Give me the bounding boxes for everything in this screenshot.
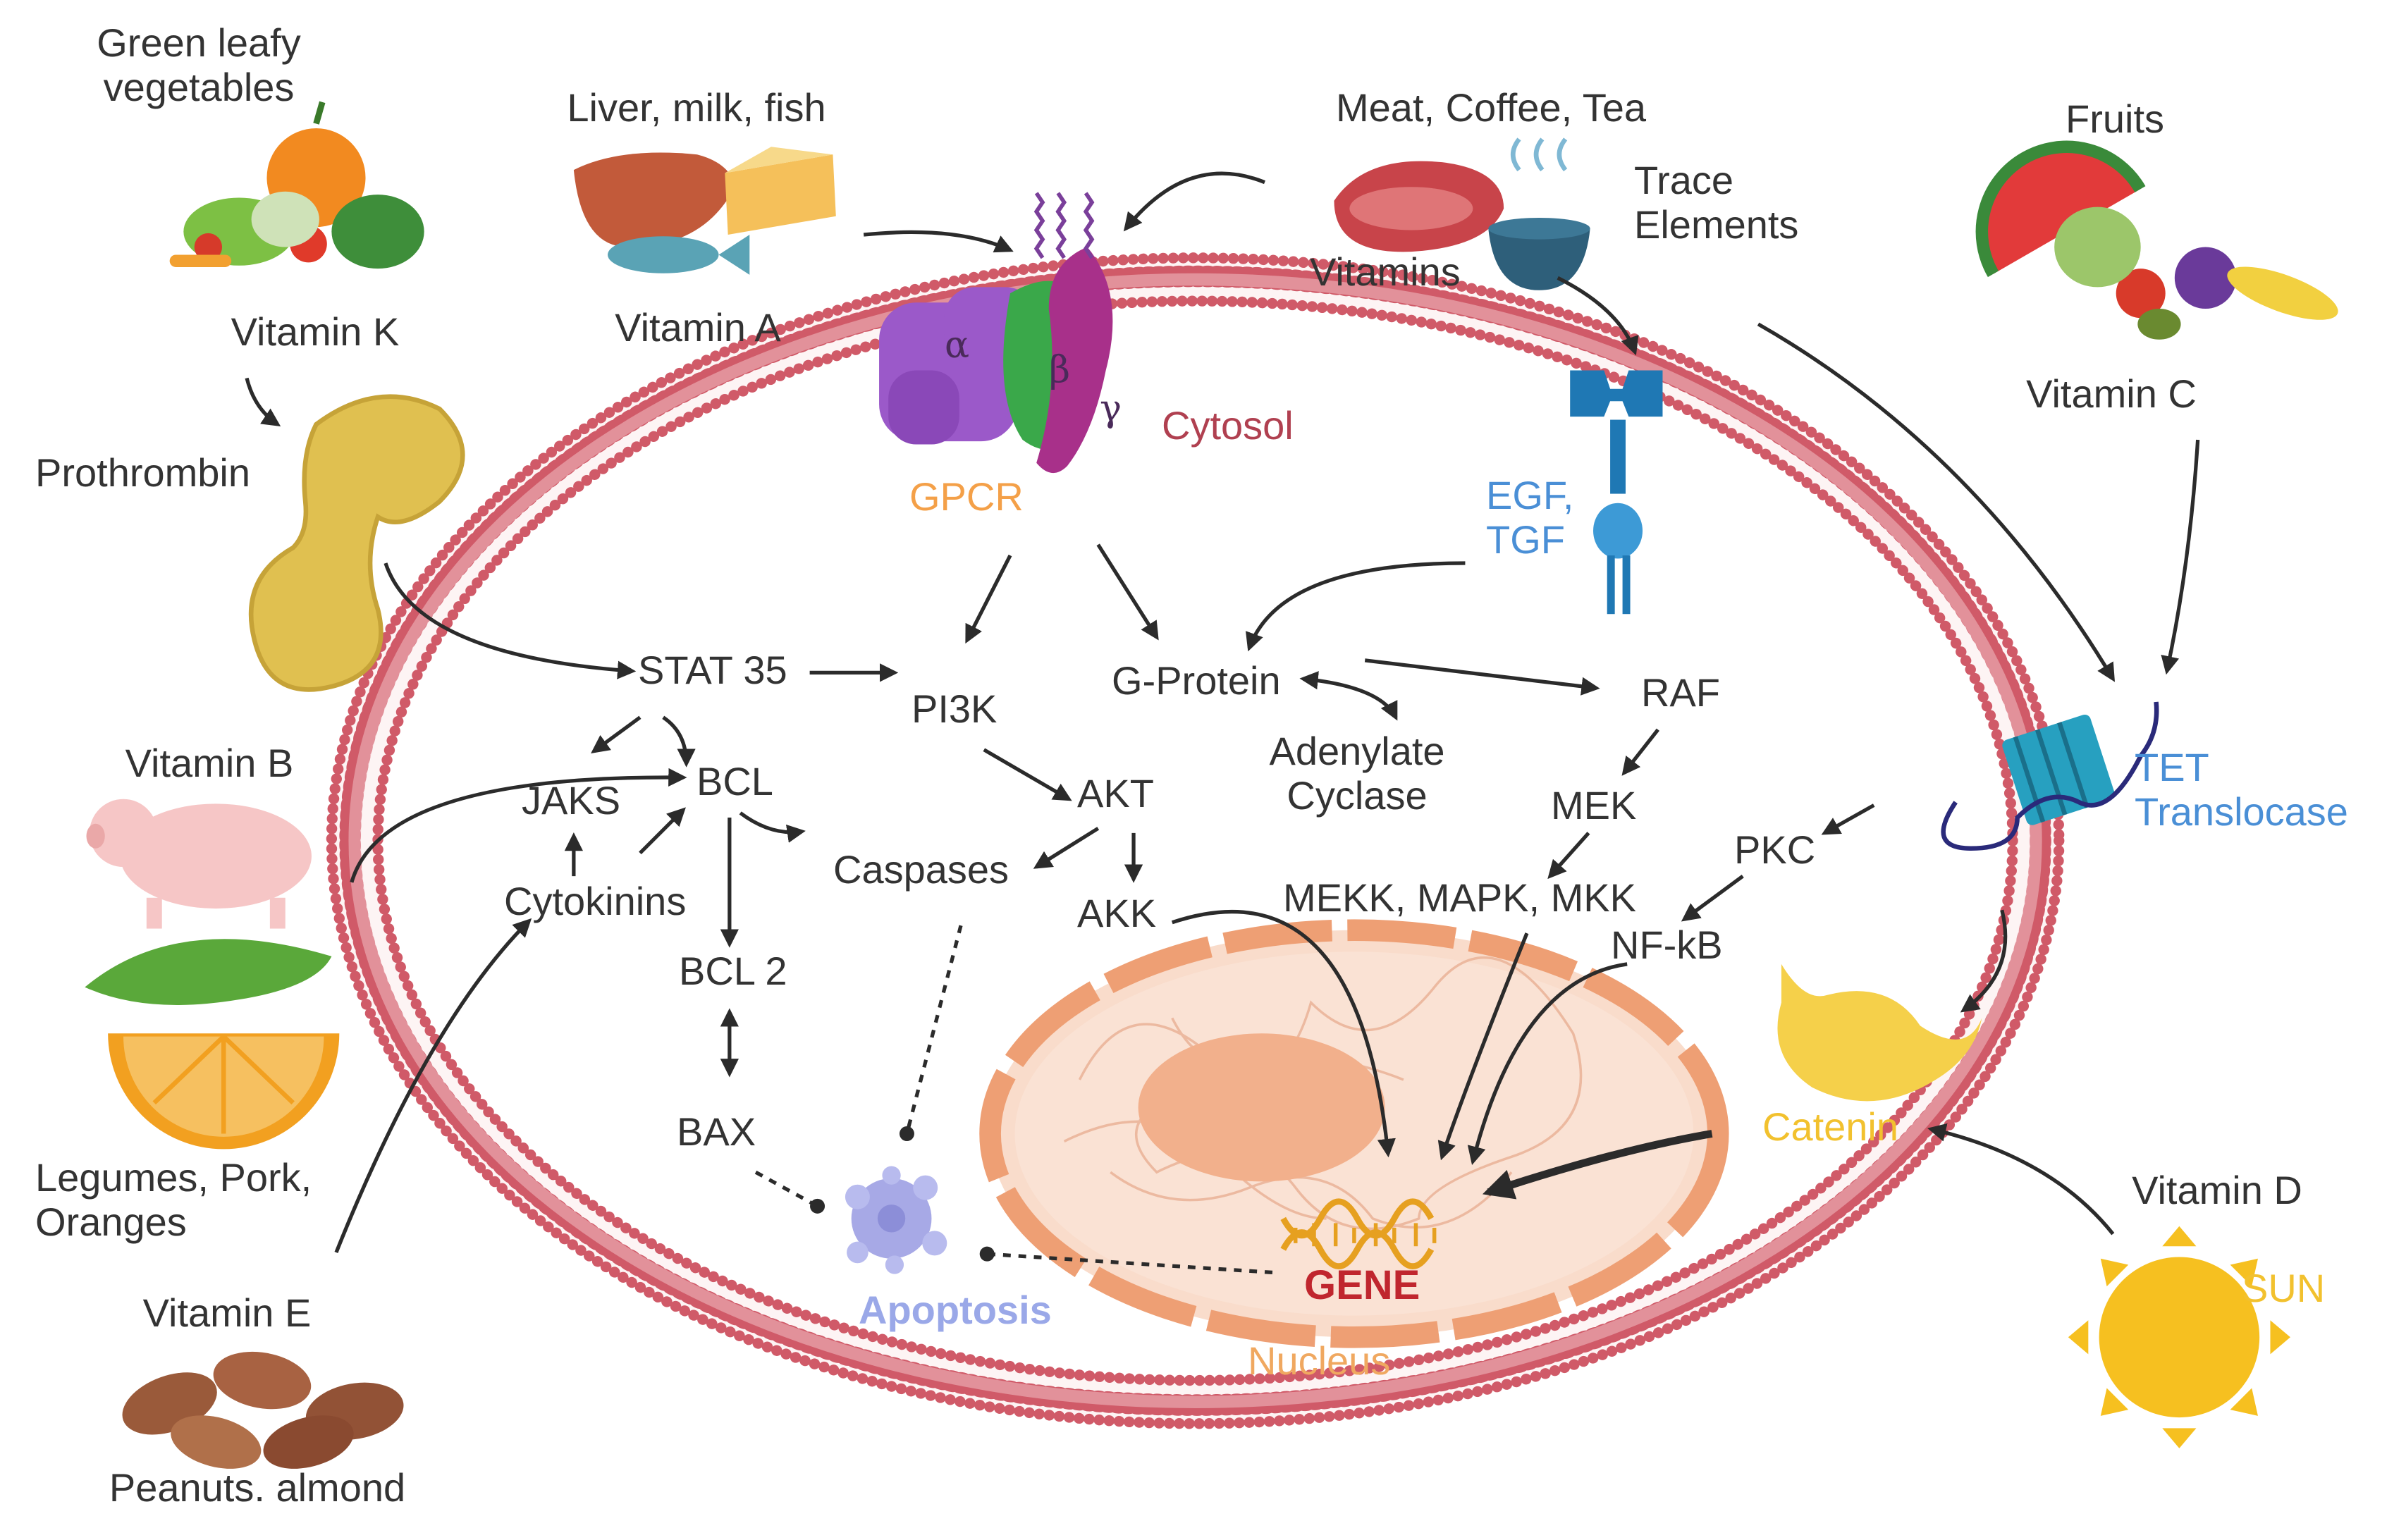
arrow-egf-gprotein xyxy=(1245,561,1466,652)
arrow-vitk-prothrombin xyxy=(245,377,281,427)
nucleus xyxy=(979,919,1729,1348)
arrow-liver-gpcr xyxy=(863,230,1014,253)
arrow-gprotein-raf xyxy=(1364,658,1600,696)
pathway-arrows xyxy=(245,171,2200,1253)
label-bcl: BCL xyxy=(696,759,773,803)
label-bax: BAX xyxy=(677,1109,756,1154)
label-gamma: γ xyxy=(1100,388,1122,430)
label-legumes: Legumes, Pork, Oranges xyxy=(35,1155,312,1244)
arrow-fruits-tet xyxy=(2161,439,2200,675)
label-akt: AKT xyxy=(1077,771,1154,815)
label-jaks: JAKS xyxy=(522,778,621,823)
label-tet-translocase: TET Translocase xyxy=(2135,745,2348,834)
label-catenin: Catenin xyxy=(1762,1104,1899,1149)
label-beta: β xyxy=(1049,349,1071,391)
liver-milk-fish-icon xyxy=(573,147,836,275)
arrow-meat-gpcr xyxy=(1123,171,1265,232)
label-gene: GENE xyxy=(1304,1262,1420,1308)
leafy-vegetables-icon xyxy=(169,101,424,269)
arrow-vite-cyto xyxy=(334,918,532,1253)
label-apoptosis: Apoptosis xyxy=(859,1288,1052,1332)
arrow-gprotein-adenylate xyxy=(1299,671,1398,721)
label-stat35: STAT 35 xyxy=(638,648,787,692)
prothrombin-shape xyxy=(248,394,465,692)
label-vitamin-b: Vitamin B xyxy=(125,741,294,785)
arrow-vitamins-egf xyxy=(1557,276,1639,356)
label-g-protein: G-Protein xyxy=(1112,658,1281,703)
arrow-stat-jaks xyxy=(591,715,642,754)
pig-icon xyxy=(86,799,312,929)
label-fruits: Fruits xyxy=(2066,97,2164,141)
label-pi3k: PI3K xyxy=(912,686,998,731)
label-mek: MEK xyxy=(1551,783,1637,827)
label-vitamin-e: Vitamin E xyxy=(142,1290,312,1335)
arrow-raf-mek xyxy=(1621,728,1659,776)
label-egf-tgf: EGF, TGF xyxy=(1486,473,1574,562)
label-raf: RAF xyxy=(1641,670,1720,715)
arrow-sun-catenin xyxy=(1927,1123,2115,1236)
label-adenylate-cyclase: Adenylate Cyclase xyxy=(1269,729,1445,818)
dashed-links xyxy=(754,925,1273,1275)
arrow-pkc-nfkb xyxy=(1681,875,1744,922)
dash-bax-apoptosis xyxy=(754,1170,825,1214)
arrow-prothrombin-stat xyxy=(383,562,637,679)
arrow-bcl-caspases xyxy=(739,811,806,843)
catenin-shape xyxy=(1777,963,1982,1102)
label-bcl2: BCL 2 xyxy=(679,949,787,993)
gpcr-receptor xyxy=(879,192,1113,474)
label-pkc: PKC xyxy=(1734,827,1816,872)
dash-caspases-apoptosis xyxy=(899,925,963,1142)
arrow-nfkb-gene xyxy=(1467,962,1628,1165)
label-cytosol: Cytosol xyxy=(1162,403,1294,448)
arrow-cyto-bcl xyxy=(639,807,686,855)
label-vitamins: Vitamins xyxy=(1310,250,1461,294)
label-vitamin-k: Vitamin K xyxy=(231,309,400,354)
label-prothrombin: Prothrombin xyxy=(35,450,251,495)
label-mekk-mapk-mkk: MEKK, MAPK, MKK xyxy=(1283,875,1636,920)
label-trace-elements: Trace Elements xyxy=(1634,158,1799,247)
label-vitamin-d: Vitamin D xyxy=(2132,1168,2302,1212)
arrow-tet-catenin xyxy=(1960,909,2008,1013)
dash-gene-apoptosis xyxy=(979,1246,1273,1275)
label-alpha: α xyxy=(945,324,970,366)
label-vitamin-a: Vitamin A xyxy=(615,305,781,350)
label-green-leafy: Green leafy vegetables xyxy=(97,20,301,109)
arrow-mekk-gene xyxy=(1437,932,1529,1161)
label-vitamin-c: Vitamin C xyxy=(2026,371,2197,416)
label-sun: SUN xyxy=(2242,1266,2326,1310)
arrow-gpcr-pi3k xyxy=(965,554,1012,644)
arrow-tet-pkc xyxy=(1821,803,1875,835)
arrow-mek-mekk xyxy=(1547,832,1590,880)
label-nfkb: NF-kB xyxy=(1611,923,1723,967)
label-peanuts-almond: Peanuts. almond xyxy=(109,1465,406,1510)
label-nucleus: Nucleus xyxy=(1248,1338,1391,1383)
label-liver-milk-fish: Liver, milk, fish xyxy=(567,85,826,130)
arrow-meat-tet xyxy=(1757,322,2116,682)
sun-icon xyxy=(2068,1226,2290,1448)
arrow-catenin-gene xyxy=(1482,1130,1713,1200)
fruits-icon xyxy=(1975,140,2338,340)
arrow-gpcr-gprotein xyxy=(1096,543,1159,641)
arrow-akt-caspases xyxy=(1033,827,1100,869)
arrow-pi3k-akt xyxy=(983,748,1072,801)
tet-translocase xyxy=(1941,701,2159,851)
egf-receptor xyxy=(1570,370,1663,615)
orange-icon xyxy=(108,1033,340,1150)
apoptosis-cell xyxy=(845,1166,947,1274)
gene-helix xyxy=(1280,1198,1437,1269)
arrow-stat-bcl xyxy=(662,715,696,768)
almond-icon xyxy=(122,1351,404,1469)
arrow-akk-gene xyxy=(1171,910,1396,1158)
label-cytokinins: Cytokinins xyxy=(504,879,687,923)
label-caspases: Caspases xyxy=(833,847,1009,892)
label-gpcr: GPCR xyxy=(909,474,1024,519)
label-akk: AKK xyxy=(1077,891,1157,935)
legume-icon xyxy=(85,939,332,1005)
meat-coffee-icon xyxy=(1334,137,1590,290)
label-meat-coffee-tea: Meat, Coffee, Tea xyxy=(1336,85,1646,130)
arrow-vitb-bcl xyxy=(350,768,687,883)
